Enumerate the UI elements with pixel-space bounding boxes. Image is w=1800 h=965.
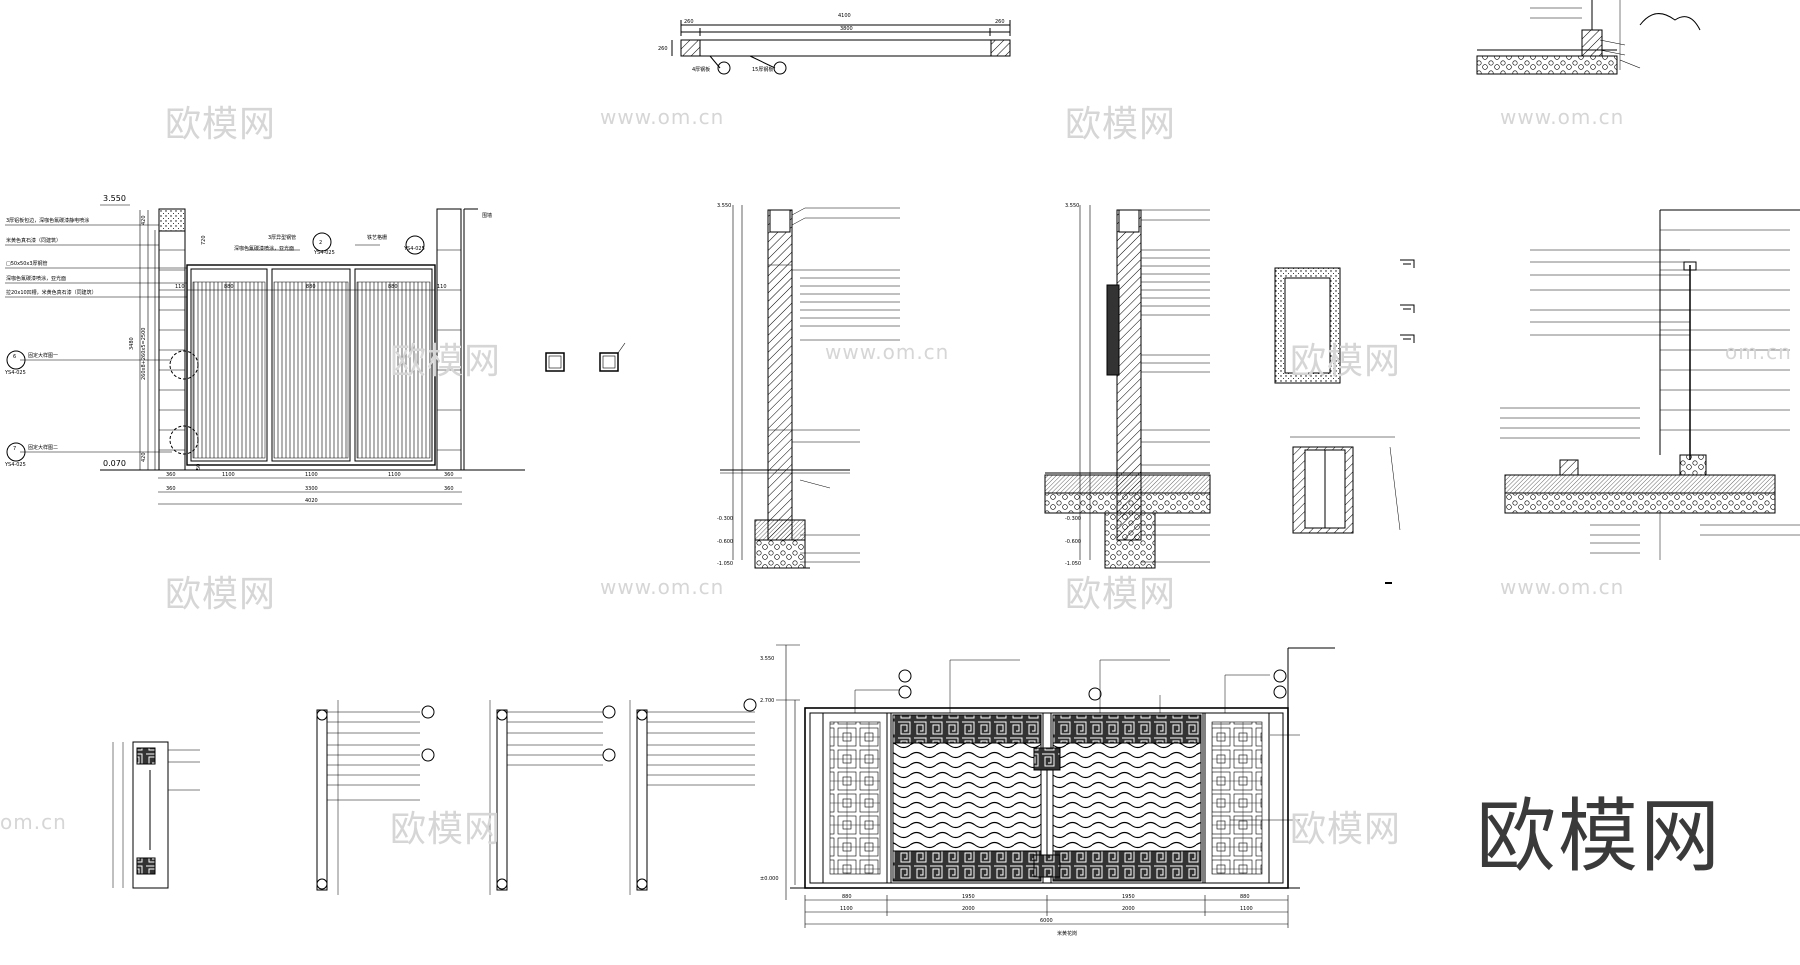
plan-top-tag-1: 4厚钢板 — [692, 66, 710, 73]
elev-left-note-1: 3厚铝板包边，深咖色氟碳漆静电喷涂 — [6, 217, 89, 224]
sec1-level-2: -0.600 — [717, 539, 733, 545]
elev-left-callout-sheet-2: YS4-025 — [403, 246, 425, 252]
watermark-brand: 欧模网 — [165, 104, 277, 145]
watermark-brand: 欧模网 — [390, 809, 502, 850]
elev-left-callout-1: 3厚异型钢管 — [268, 234, 296, 241]
elev-left-dim-side-r: 110 — [437, 284, 447, 290]
elevation-left — [5, 204, 525, 505]
elev-left-dim-total: 4020 — [305, 498, 318, 504]
plan-top-dim-right: 260 — [995, 19, 1005, 25]
big-logo-text: 欧模网 — [1476, 790, 1722, 883]
sec1-level-1: -0.300 — [717, 516, 733, 522]
gate-dim-r2-2: 2000 — [962, 906, 975, 912]
elev-left-detail-1-sheet: YS4-025 — [4, 370, 26, 376]
watermark-url: www.om.cn — [1500, 575, 1625, 599]
elev-left-top-level: 3.550 — [103, 194, 126, 203]
detail-boxes — [1274, 259, 1415, 584]
plan-top-dim-mid: 3800 — [840, 26, 853, 32]
elev-left-dim-b1-4: 1100 — [388, 472, 401, 478]
section-middle-1 — [720, 205, 900, 569]
gate-dim-r2-4: 1100 — [1240, 906, 1253, 912]
elev-left-callout-num-1: 2 — [319, 240, 322, 246]
elev-left-note-3: □50x50x3厚钢管 — [6, 260, 48, 267]
watermark-brand: 欧模网 — [1290, 809, 1402, 850]
elev-left-dim-b1-5: 360 — [444, 472, 454, 478]
gate-dim-r1-2: 1950 — [962, 894, 975, 900]
sec1-level-3: -1.050 — [717, 561, 733, 567]
elev-left-note-5: 拉20x10凹槽，米黄色真石漆（同建筑） — [6, 289, 97, 296]
gate-footer-note: 米黄花岗 — [1057, 930, 1077, 937]
section-top-right — [1476, 0, 1701, 75]
elev-left-note-2: 米黄色真石漆（同建筑） — [6, 237, 61, 244]
elev-left-dim-top2: 720 — [201, 235, 207, 245]
gate-dim-total: 6000 — [1040, 918, 1053, 924]
elev-left-dim-panel-1: 880 — [224, 284, 234, 290]
gate-top-level: 3.550 — [760, 656, 774, 662]
sec2-level-3: -1.050 — [1065, 561, 1081, 567]
watermark-brand: 欧模网 — [1065, 574, 1177, 615]
sec2-top-level: 3.550 — [1065, 203, 1079, 209]
elev-left-wall-label: 围墙 — [482, 212, 492, 219]
elev-left-dim-height: 3480 — [129, 337, 135, 350]
elev-left-callout-2: 铁艺格栅 — [367, 234, 387, 241]
watermark-url: www.om.cn — [1500, 105, 1625, 129]
bottom-small-sections — [112, 698, 757, 895]
gate-dim-r2-1: 1100 — [840, 906, 853, 912]
watermark-url: www.om.cn — [600, 575, 725, 599]
elev-left-detail-1-num: 6 — [13, 354, 16, 360]
watermark-url-partial: om.cn — [0, 810, 67, 834]
elev-left-callout-1-sub: 深咖色氟碳漆喷涂，亚光面 — [234, 245, 294, 252]
plan-top-total-dim: 4100 — [838, 13, 851, 19]
elev-left-detail-2-sheet: YS4-025 — [4, 462, 26, 468]
elev-left-dim-b2-3: 360 — [444, 486, 454, 492]
elev-left-dim-b1-1: 360 — [166, 472, 176, 478]
gate-elevation — [776, 644, 1335, 928]
watermark-brand: 欧模网 — [165, 574, 277, 615]
sec1-top-level: 3.550 — [717, 203, 731, 209]
elev-left-callout-sheet-1: YS4-025 — [313, 250, 335, 256]
gate-dim-r1-1: 880 — [842, 894, 852, 900]
gate-dim-r1-4: 880 — [1240, 894, 1250, 900]
sec2-level-2: -0.600 — [1065, 539, 1081, 545]
gate-dim-r1-3: 1950 — [1122, 894, 1135, 900]
sec2-level-1: -0.300 — [1065, 516, 1081, 522]
elev-left-dim-height-sub: 260x8+260x5=2500 — [141, 328, 147, 380]
section-right — [1500, 209, 1800, 560]
watermark-brand: 欧模网 — [1065, 104, 1177, 145]
elev-left-dim-top: 420 — [141, 215, 147, 225]
elev-left-note-4: 深咖色氟碳漆喷涂，亚光面 — [6, 275, 66, 282]
gate-bottom-level: ±0.000 — [760, 876, 779, 882]
watermark-brand: 欧模网 — [390, 341, 502, 382]
plan-top-tag-2: 15厚钢板 — [752, 66, 773, 73]
watermark-url: www.om.cn — [825, 340, 950, 364]
gate-dim-r2-3: 2000 — [1122, 906, 1135, 912]
elev-left-dim-b2-1: 360 — [166, 486, 176, 492]
elev-left-detail-2-num: 7 — [13, 446, 16, 452]
elev-left-dim-bottom2: 50 — [196, 464, 202, 470]
elev-left-dim-panel-3: 880 — [388, 284, 398, 290]
elev-left-dim-bottom: 420 — [141, 452, 147, 462]
plan-top-dim-left: 260 — [684, 19, 694, 25]
elev-left-detail-2-label: 固定大样图二 — [28, 444, 58, 451]
elev-left-dim-b1-2: 1100 — [222, 472, 235, 478]
plan-top-side-dim: 260 — [658, 46, 668, 52]
elev-left-bottom-level: 0.070 — [103, 459, 126, 468]
elev-left-dim-b2-2: 3300 — [305, 486, 318, 492]
section-middle-2 — [1044, 205, 1211, 569]
watermark-url-partial: om.cn — [1725, 340, 1792, 364]
elev-left-dim-side-l: 110 — [175, 284, 185, 290]
gate-top-level-2: 2.700 — [760, 698, 774, 704]
watermark-brand: 欧模网 — [1290, 341, 1402, 382]
small-tube-sections — [545, 342, 626, 372]
plan-top — [671, 20, 1011, 75]
elev-left-detail-1-label: 固定大样图一 — [28, 352, 58, 359]
elev-left-dim-panel-2: 880 — [306, 284, 316, 290]
watermark-url: www.om.cn — [600, 105, 725, 129]
elev-left-dim-b1-3: 1100 — [305, 472, 318, 478]
